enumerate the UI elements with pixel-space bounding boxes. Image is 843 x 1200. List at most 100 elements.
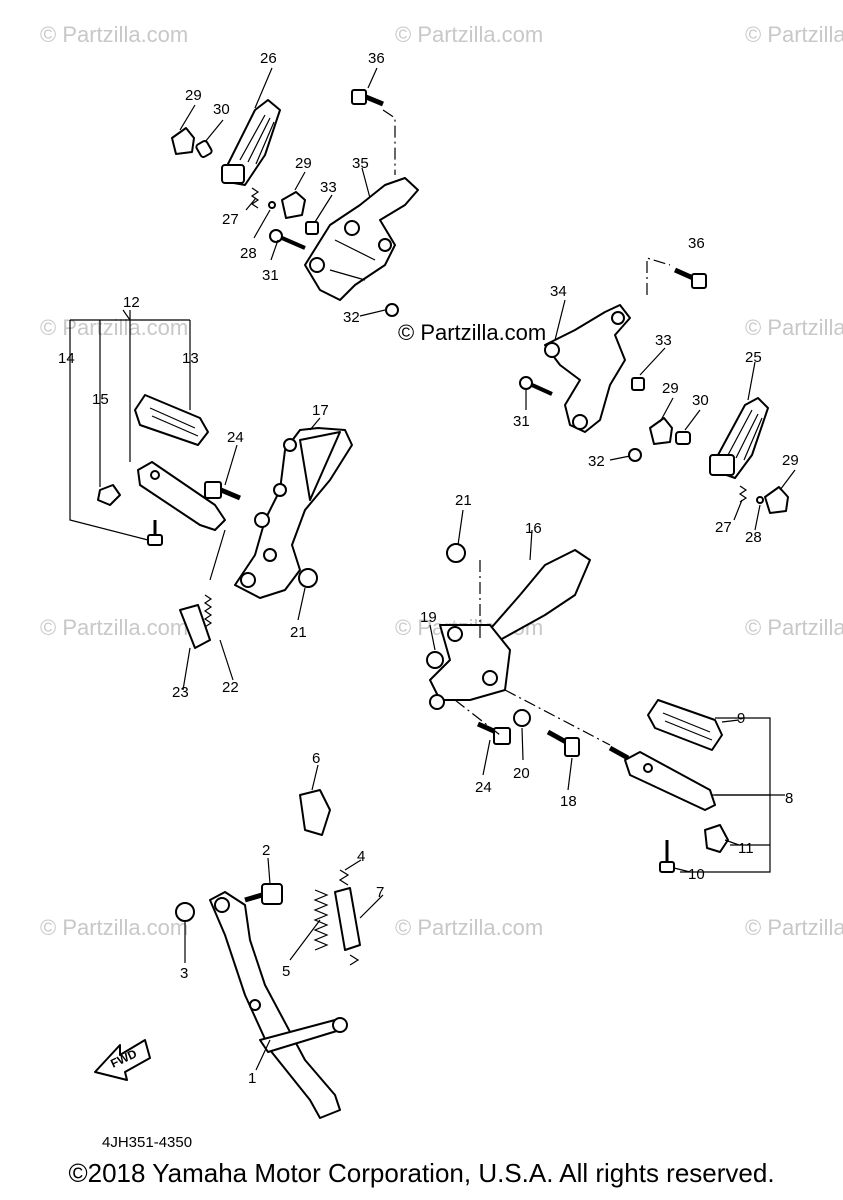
callout-7: 7 — [376, 884, 384, 901]
callout-11: 11 — [738, 840, 754, 857]
callout-15: 15 — [92, 391, 109, 408]
callout-12: 12 — [123, 294, 140, 311]
cover-29 — [649, 417, 673, 445]
callout-2: 2 — [262, 842, 270, 859]
callout-29: 29 — [295, 155, 312, 172]
callout-29: 29 — [782, 452, 799, 469]
cover-29 — [171, 127, 195, 155]
callout-19: 19 — [420, 609, 437, 626]
spring-22 — [203, 529, 226, 628]
cap-15 — [97, 484, 121, 506]
callout-24: 24 — [475, 779, 492, 796]
watermark: © Partzilla.com — [40, 315, 188, 340]
diagram-code: 4JH351-4350 — [102, 1134, 192, 1151]
nut-21 — [298, 568, 318, 588]
bolt-36 — [673, 267, 707, 289]
pin-30 — [675, 431, 691, 445]
nut-32 — [385, 303, 399, 317]
stay-right-16 — [429, 549, 591, 710]
callout-9: 9 — [737, 710, 745, 727]
damper-33 — [305, 221, 319, 235]
bolt-24 — [204, 481, 241, 501]
callout-32: 32 — [343, 309, 360, 326]
watermarks: © Partzilla.com © Partzilla.com © Partzi… — [40, 22, 843, 940]
callout-21: 21 — [455, 492, 472, 509]
callout-30: 30 — [213, 101, 230, 118]
callout-36: 36 — [688, 235, 705, 252]
callout-6: 6 — [312, 750, 320, 767]
footpeg-26 — [221, 99, 281, 186]
callout-17: 17 — [312, 402, 329, 419]
callout-31: 31 — [513, 413, 530, 430]
screw-14 — [147, 520, 163, 546]
callout-29: 29 — [185, 87, 202, 104]
footrest-bracket-8 — [608, 745, 716, 811]
footpeg-25 — [709, 397, 769, 479]
watermark: © Partzilla.com — [395, 22, 543, 47]
callout-1: 1 — [248, 1070, 256, 1087]
callout-35: 35 — [352, 155, 369, 172]
rear-bracket-right-34 — [544, 304, 631, 433]
callout-5: 5 — [282, 963, 290, 980]
callout-27: 27 — [715, 519, 732, 536]
callout-24: 24 — [227, 429, 244, 446]
cap-11 — [704, 824, 729, 853]
spring-cover-7 — [334, 887, 361, 951]
watermark: © Partzilla.com — [40, 915, 188, 940]
callout-21: 21 — [290, 624, 307, 641]
callout-27: 27 — [222, 211, 239, 228]
damper-33 — [631, 377, 645, 391]
callout-3: 3 — [180, 965, 188, 982]
callout-33: 33 — [320, 179, 337, 196]
callout-32: 32 — [588, 453, 605, 470]
spring-5 — [313, 889, 329, 951]
watermark: © Partzilla.com — [40, 615, 188, 640]
plate-6 — [299, 789, 331, 836]
callout-14: 14 — [58, 350, 75, 367]
callout-20: 20 — [513, 765, 530, 782]
nut-32 — [628, 448, 642, 462]
nut-3 — [175, 902, 195, 922]
collar-20 — [513, 709, 531, 727]
bolt-24 — [476, 721, 511, 745]
nut-21 — [446, 543, 466, 563]
bolt-31 — [519, 376, 553, 396]
callout-30: 30 — [692, 392, 709, 409]
pin-30 — [195, 140, 213, 158]
collar-19 — [426, 651, 444, 669]
callout-33: 33 — [655, 332, 672, 349]
ball-28 — [756, 496, 764, 504]
callout-10: 10 — [688, 866, 705, 883]
spring-27 — [250, 187, 260, 209]
ball-28 — [268, 201, 276, 209]
cover-29 — [764, 486, 789, 514]
callout-28: 28 — [745, 529, 762, 546]
watermark: © Partzilla.com — [745, 22, 843, 47]
copyright-notice: ©2018 Yamaha Motor Corporation, U.S.A. A… — [68, 1158, 775, 1188]
callout-26: 26 — [260, 50, 277, 67]
callout-34: 34 — [550, 283, 567, 300]
bolt-31 — [269, 229, 306, 250]
cover-23 — [179, 604, 211, 649]
footrest-right-9 — [647, 699, 723, 751]
footrest-left-13 — [134, 394, 209, 446]
callouts: 26 29 30 36 29 35 33 27 28 31 32 36 34 3… — [58, 50, 799, 1087]
bolt-2 — [244, 883, 283, 905]
callout-18: 18 — [560, 793, 577, 810]
watermark-center: © Partzilla.com — [398, 320, 546, 345]
callout-13: 13 — [182, 350, 199, 367]
cover-29 — [281, 191, 306, 219]
callout-4: 4 — [357, 848, 365, 865]
watermark: © Partzilla.com — [40, 22, 188, 47]
footrest-bracket-12 — [137, 461, 226, 531]
watermark: © Partzilla.com — [745, 915, 843, 940]
watermark: © Partzilla.com — [745, 315, 843, 340]
callout-25: 25 — [745, 349, 762, 366]
bolt-18 — [546, 729, 580, 757]
screw-10 — [659, 840, 675, 873]
callout-28: 28 — [240, 245, 257, 262]
callout-8: 8 — [785, 790, 793, 807]
bolt-36 — [351, 89, 384, 107]
callout-23: 23 — [172, 684, 189, 701]
